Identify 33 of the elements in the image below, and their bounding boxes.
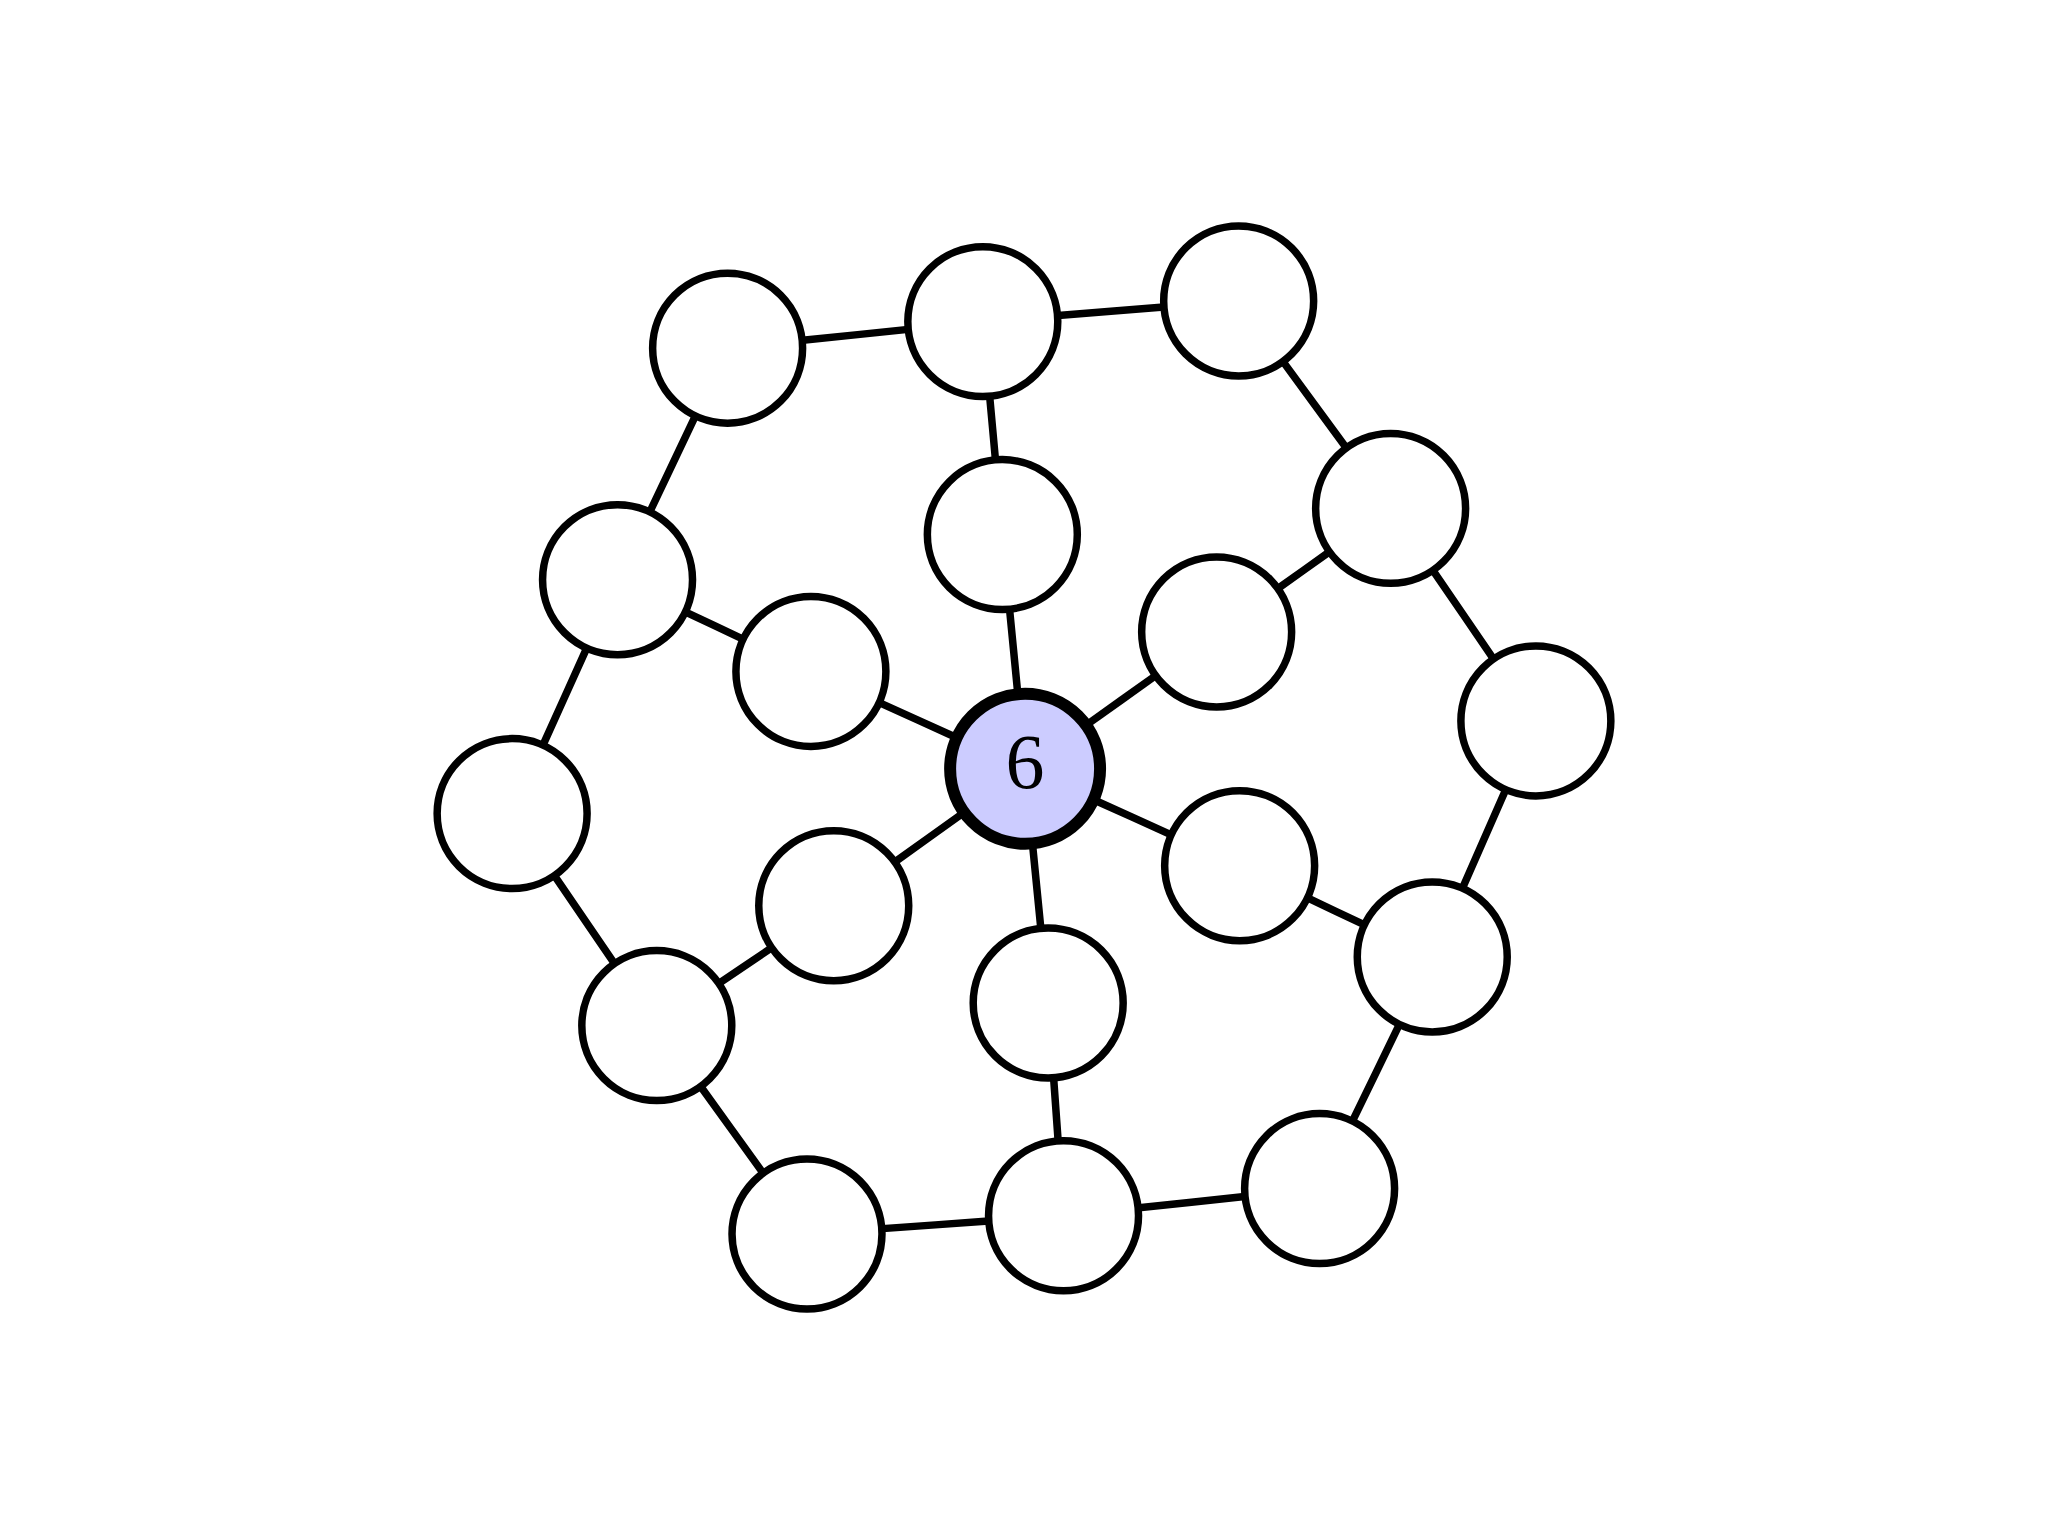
node-circle <box>578 946 736 1105</box>
node-circle <box>923 455 1082 614</box>
node-circle <box>732 592 890 751</box>
node-circle <box>648 269 807 427</box>
connector <box>684 608 744 643</box>
connector <box>1430 569 1497 661</box>
connector <box>717 945 774 987</box>
node-circle <box>969 924 1127 1082</box>
node-circle <box>984 1137 1143 1295</box>
connector <box>882 1217 989 1233</box>
node-circle <box>1240 1109 1399 1268</box>
connector <box>1049 1078 1062 1141</box>
node-circle <box>1311 429 1470 588</box>
connector <box>551 874 618 966</box>
connector <box>1459 788 1509 889</box>
connector <box>646 414 699 514</box>
node-circle <box>1159 222 1318 380</box>
connector <box>1306 894 1366 929</box>
node-circle <box>1160 787 1319 945</box>
node-circle <box>1457 642 1615 800</box>
node-circle <box>728 1155 886 1313</box>
node-circle: 6 <box>944 687 1107 850</box>
node-circle <box>755 827 913 985</box>
connector <box>1280 359 1349 450</box>
node-circle <box>1353 878 1511 1036</box>
node-circle <box>538 501 697 659</box>
connector <box>986 396 1000 460</box>
connector <box>698 1084 766 1175</box>
connector <box>1349 1023 1403 1122</box>
node-circle <box>1137 553 1296 711</box>
connector <box>1276 549 1332 592</box>
node-circle <box>904 242 1062 401</box>
node-circle <box>433 734 591 893</box>
